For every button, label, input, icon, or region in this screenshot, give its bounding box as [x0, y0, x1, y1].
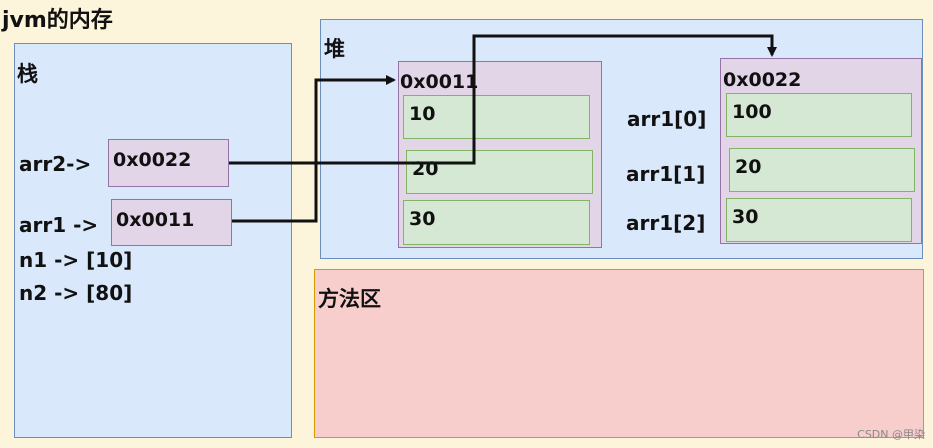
index-label-2: arr1[2]: [626, 211, 706, 235]
watermark: CSDN @甲染: [857, 428, 925, 441]
n1-variable: n1 -> [10]: [19, 248, 133, 272]
method-area-label: 方法区: [318, 287, 381, 311]
array-a-cell-2: 30: [403, 200, 590, 245]
n2-variable: n2 -> [80]: [19, 281, 133, 305]
method-area-region: 方法区: [314, 269, 924, 438]
heap-label: 堆: [324, 37, 345, 61]
index-label-0: arr1[0]: [627, 107, 707, 131]
arr2-reference-box: 0x0022: [108, 139, 229, 187]
index-label-1: arr1[1]: [626, 162, 706, 186]
array-b-cell-1: 20: [729, 148, 915, 192]
array-b-cell-0: 100: [726, 93, 912, 137]
array-b-address: 0x0022: [723, 69, 802, 91]
diagram-title: jvm的内存: [2, 8, 113, 33]
array-b-cell-2: 30: [726, 198, 912, 242]
arr1-variable-label: arr1 ->: [19, 213, 99, 237]
stack-label: 栈: [17, 62, 38, 86]
array-a-address: 0x0011: [400, 71, 479, 93]
array-a-cell-1: 20: [406, 150, 593, 194]
arr2-variable-label: arr2->: [19, 152, 92, 176]
arr1-reference-box: 0x0011: [111, 199, 232, 246]
array-a-cell-0: 10: [403, 95, 590, 139]
